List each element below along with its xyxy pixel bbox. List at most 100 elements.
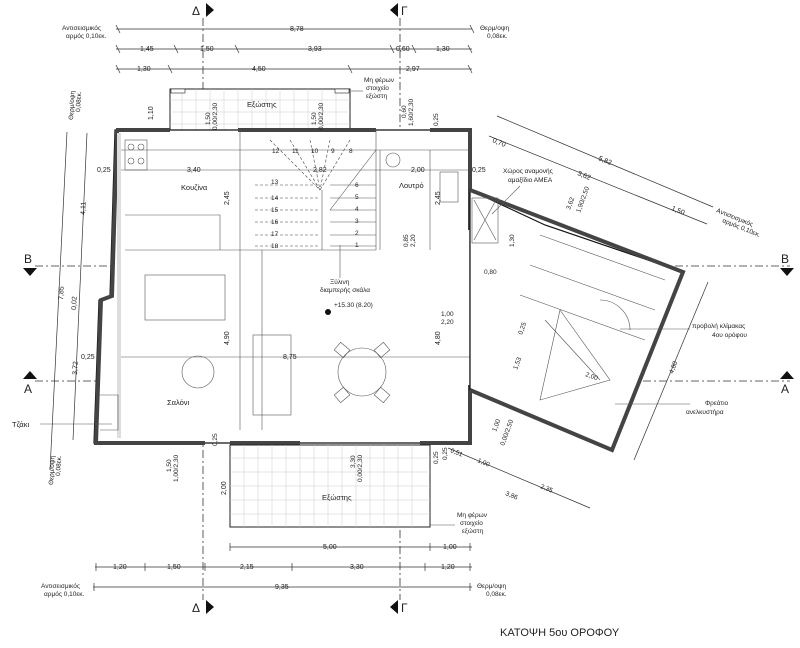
dim-label: 1,30 — [436, 46, 450, 53]
dim-label: 2,00 — [221, 481, 228, 495]
stair-step-number: 1 — [355, 242, 359, 249]
dim-label: 1,30 — [137, 66, 151, 73]
note-elevator-shaft-2: ανελκυστήρα — [686, 409, 724, 416]
section-arrow-b-left — [23, 268, 37, 276]
dim-label: 1,90/2,50 — [575, 185, 591, 213]
stair-step-number: 5 — [355, 194, 359, 201]
dim-label: 1,60/2,30 — [408, 99, 415, 126]
stair-step-number: 14 — [271, 195, 279, 202]
section-label-gamma-top: Γ — [401, 4, 408, 18]
dim-label: 1,00 — [476, 457, 491, 468]
section-arrow-delta-top — [206, 3, 214, 17]
dim-label: 1,20 — [441, 564, 455, 571]
note-non-bearing-bottom: Μη φέρων — [457, 511, 487, 519]
section-label-a-left: A — [24, 382, 32, 396]
dim-label: 0,60 — [401, 105, 408, 118]
dim-label: 2,35 — [539, 483, 554, 494]
room-label-kitchen: Κουζίνα — [181, 183, 208, 192]
dim-label: 1,00 — [491, 418, 502, 433]
dim-label: 7,85 — [58, 286, 66, 300]
note-non-bearing-top-2: στοιχείο — [366, 84, 389, 92]
note-seismic-joint-top-2: αρμός 0,10εκ. — [66, 32, 107, 40]
stair-step-number: 17 — [271, 231, 279, 238]
section-arrow-a-left — [23, 371, 37, 379]
note-non-bearing-top: Μη φέρων — [364, 76, 394, 84]
note-insulation-left-bottom: Θερμ/οψη — [48, 455, 57, 485]
dim-label: 0,00/2,30 — [318, 103, 325, 130]
note-non-bearing-bottom-2: στοιχείο — [460, 519, 483, 527]
dim-label: 1,00/2,30 — [173, 455, 180, 482]
dim-label: 2,20 — [441, 319, 454, 326]
dim-label: 1,50 — [167, 564, 181, 571]
stair-step-number: 18 — [271, 243, 279, 250]
dim-label: 3,30 — [350, 455, 357, 468]
dim-label: 2,15 — [240, 564, 254, 571]
dim-label: 1,50 — [200, 46, 214, 53]
note-insulation-left-top-2: 0,08εκ. — [75, 91, 83, 112]
dim-label: 1,20 — [113, 564, 127, 571]
note-wheelchair-2: αμαξίδιο ΑΜΕΑ — [508, 176, 553, 184]
section-label-a-right: A — [781, 382, 789, 396]
balcony-bottom: Εξώστης Μη φέρων στοιχείο εξώστη — [229, 444, 487, 535]
stair-step-number: 16 — [271, 219, 279, 226]
dim-label: 3,62 — [576, 170, 591, 182]
note-elevator-shaft: Φρεάτιο — [705, 399, 729, 407]
dim-bottom-total: 9,35 — [275, 584, 289, 591]
label-fireplace: Τζάκι — [12, 420, 29, 429]
dim-label: 8,75 — [283, 354, 297, 361]
dim-label: 4,80 — [668, 360, 679, 375]
dim-label: 0,25 — [442, 447, 449, 460]
stair-step-number: 9 — [331, 148, 335, 155]
dim-label: 1,45 — [140, 46, 154, 53]
dim-label: 3,30 — [350, 564, 364, 571]
dim-label: 4,80 — [435, 331, 442, 345]
dim-label: 0,00/2,30 — [357, 455, 364, 482]
dim-label: 0,25 — [433, 451, 440, 464]
dim-label: 0,02 — [71, 296, 79, 310]
room-label-bath: Λουτρό — [399, 181, 424, 190]
dim-label: 0,25 — [97, 167, 111, 174]
dim-label: 0,25 — [433, 113, 440, 126]
building-walls — [93, 128, 472, 445]
room-label-living: Σαλόνι — [167, 398, 190, 407]
section-arrow-gamma-top — [390, 3, 398, 17]
section-label-delta-bottom: Δ — [192, 601, 200, 615]
dim-label: 1,00 — [441, 311, 454, 318]
dim-label: 1,00 — [443, 544, 457, 551]
stair-step-number: 13 — [271, 179, 279, 186]
dim-label: 5,00 — [323, 544, 337, 551]
note-seismic-joint-top: Αντισεισμικός — [62, 24, 101, 32]
section-label-gamma-bottom: Γ — [401, 601, 408, 615]
dim-top-total: 8,78 — [290, 26, 304, 33]
section-arrow-delta-bottom — [206, 600, 214, 614]
dim-label: 2,45 — [435, 191, 442, 205]
section-label-b-right: B — [781, 252, 789, 266]
dim-label: 0,00/2,30 — [212, 103, 219, 130]
interior-dimensions: 3,40 2,82 2,00 0,25 2,45 2,45 4,90 8,75 … — [148, 99, 486, 495]
dim-label: 0,25 — [81, 354, 95, 361]
elevator-stair-wing — [469, 185, 690, 453]
balcony-top: Εξώστης Μη φέρων στοιχείο εξώστη — [169, 76, 394, 132]
section-arrow-a-right — [780, 371, 794, 379]
dim-label: 3,93 — [308, 46, 322, 53]
dim-label: 4,90 — [224, 331, 231, 345]
dim-label: 1,50 — [670, 205, 685, 217]
dim-label: 0,00/2,50 — [499, 418, 515, 446]
bottom-dimensions: 5,00 1,00 1,20 1,50 2,15 3,30 1,20 9,35 … — [41, 543, 507, 598]
dim-label: 2,97 — [406, 66, 420, 73]
wooden-stair: 1 2 3 4 5 6 8 9 10 11 12 13 14 15 16 17 … — [255, 139, 377, 315]
section-label-delta-top: Δ — [192, 4, 200, 18]
dim-label: 1,50 — [166, 459, 173, 472]
note-insulation-top: Θερμ/οψη — [480, 25, 509, 32]
dim-label: 2,82 — [313, 167, 327, 174]
dim-label: 3,86 — [504, 490, 519, 501]
dim-label: 0,25 — [472, 167, 486, 174]
note-insulation-bottom-2: 0,08εκ. — [486, 591, 507, 598]
stair-step-number: 10 — [311, 148, 319, 155]
dim-label: 1,50 — [311, 112, 318, 125]
note-stair-2: διαμπερής σκάλα — [320, 286, 370, 294]
dim-label: 0,51 — [449, 447, 464, 458]
dim-label: 1,50 — [205, 112, 212, 125]
note-non-bearing-top-3: εξώστη — [366, 92, 387, 100]
